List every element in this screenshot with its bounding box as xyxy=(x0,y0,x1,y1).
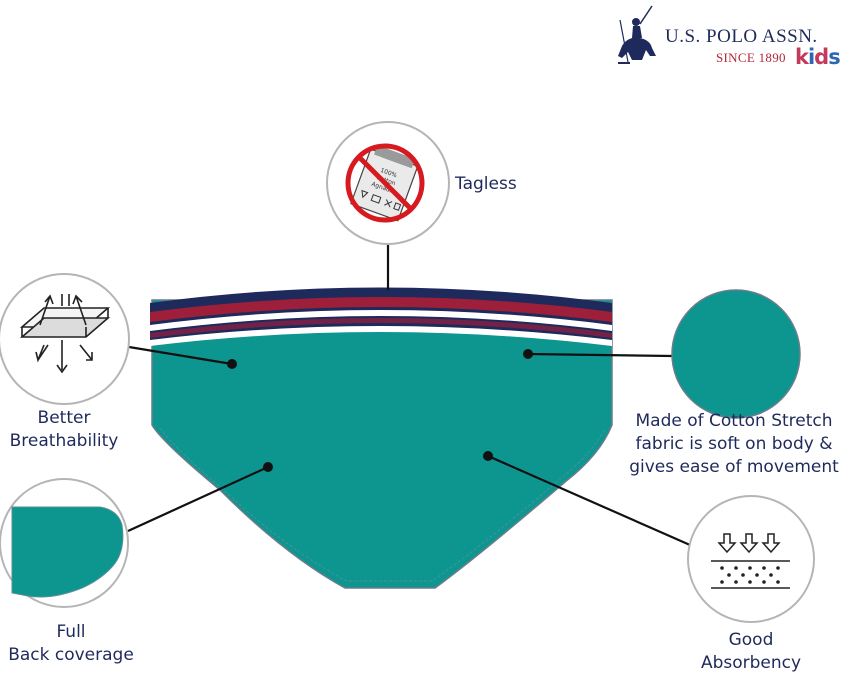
waistband xyxy=(150,287,612,346)
brand-since: SINCE 1890 xyxy=(716,50,786,65)
back-coverage-icon-circle xyxy=(0,478,129,608)
polo-player-logo-icon xyxy=(618,5,656,64)
connector-dots xyxy=(227,349,533,472)
breathability-label: Better Breathability xyxy=(0,407,128,453)
back-view-brief-icon xyxy=(11,506,124,598)
cotton-stretch-label: Made of Cotton Stretch fabric is soft on… xyxy=(620,410,848,479)
kids-letter-i: i xyxy=(807,45,815,69)
brief-garment xyxy=(150,287,613,589)
fabric-swatch-circle xyxy=(671,289,801,419)
absorbed-droplets xyxy=(720,566,780,584)
back-coverage-line-2: Back coverage xyxy=(8,645,134,665)
brief-seam xyxy=(159,427,606,582)
brief-body xyxy=(151,299,613,589)
absorbency-label: Good Absorbency xyxy=(688,629,814,675)
cotton-stretch-line-2: fabric is soft on body & xyxy=(635,434,833,454)
absorbency-line-2: Absorbency xyxy=(700,653,802,673)
breathability-label-line-2: Breathability xyxy=(9,431,119,451)
breathability-label-line-1: Better xyxy=(37,408,91,428)
kids-letter-s: s xyxy=(828,45,840,69)
cotton-stretch-line-1: Made of Cotton Stretch xyxy=(635,411,833,431)
absorbency-icon-circle xyxy=(687,495,815,623)
brand-name: U.S. POLO ASSN. xyxy=(665,26,818,47)
absorbency-line-1: Good xyxy=(728,630,774,650)
back-coverage-line-1: Full xyxy=(56,622,86,642)
absorption-arrows-icon xyxy=(711,533,790,589)
tagless-label: Tagless xyxy=(455,174,517,194)
back-coverage-label: Full Back coverage xyxy=(0,621,142,667)
tagless-icon-circle: 100% Cotton Agnadia xyxy=(326,121,450,245)
breathable-fabric-icon xyxy=(19,294,111,374)
prohibited-icon xyxy=(345,143,425,223)
cotton-stretch-line-3: gives ease of movement xyxy=(629,457,839,477)
kids-letter-d: d xyxy=(814,45,829,69)
kids-wordmark: kids xyxy=(795,45,841,69)
kids-letter-k: k xyxy=(795,45,809,69)
connector-lines xyxy=(127,244,691,547)
breathability-icon-circle xyxy=(0,273,130,405)
